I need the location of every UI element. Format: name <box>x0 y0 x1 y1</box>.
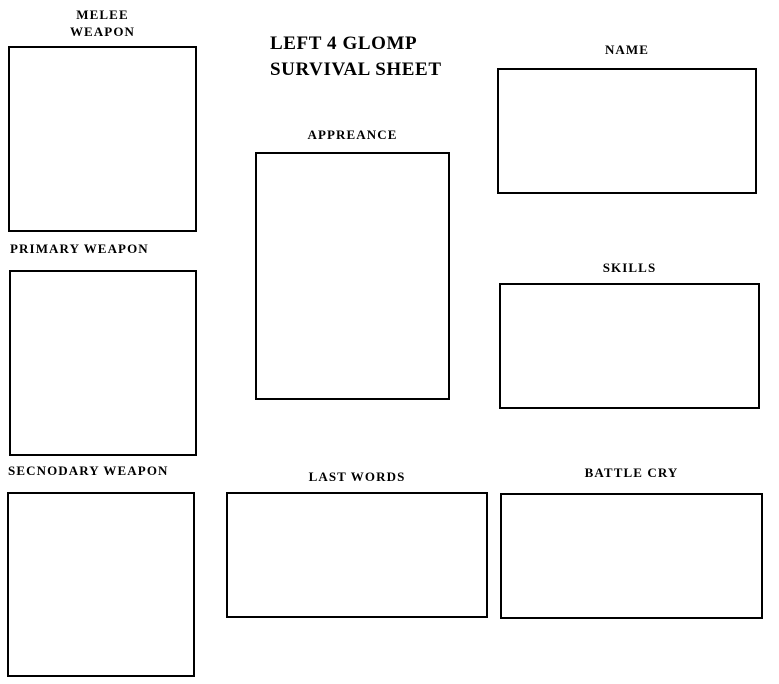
name-label: NAME <box>604 42 650 57</box>
secondary-weapon-box[interactable] <box>7 492 195 677</box>
secondary-weapon-label: SECNODARY WEAPON <box>8 463 169 478</box>
page-title: LEFT 4 GLOMP SURVIVAL SHEET <box>270 33 442 80</box>
name-box[interactable] <box>497 68 757 194</box>
last-words-box[interactable] <box>226 492 488 618</box>
appreance-label: APPREANCE <box>307 127 398 142</box>
skills-label: SKILLS <box>602 260 657 275</box>
melee-weapon-label: MELEE WEAPON <box>69 7 136 39</box>
primary-weapon-label: PRIMARY WEAPON <box>10 241 149 256</box>
battle-cry-box[interactable] <box>500 493 763 619</box>
skills-box[interactable] <box>499 283 760 409</box>
last-words-label: LAST WORDS <box>308 469 406 484</box>
battle-cry-label: BATTLE CRY <box>584 465 679 480</box>
primary-weapon-box[interactable] <box>9 270 197 456</box>
appreance-box[interactable] <box>255 152 450 400</box>
melee-weapon-box[interactable] <box>8 46 197 232</box>
